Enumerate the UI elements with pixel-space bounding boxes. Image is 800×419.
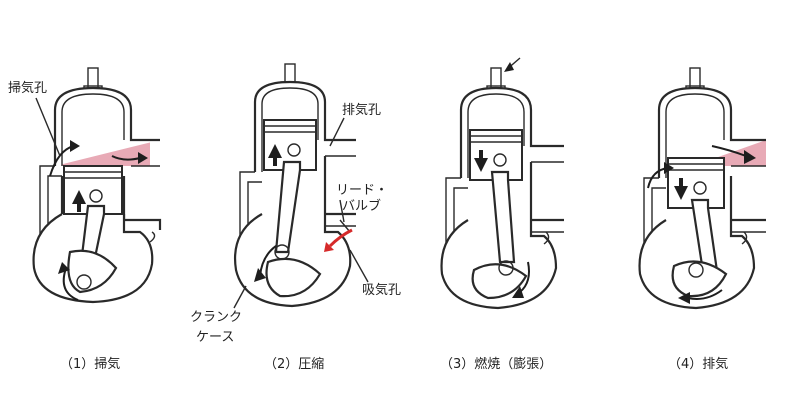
piston-pin [693,181,707,195]
crank-web [265,257,322,298]
crank-web [67,249,118,294]
engine-4-exhaust [638,67,766,310]
label-crankcase-line1: クランク [190,310,242,325]
rotation-arrow-icon [512,286,524,298]
engine-2-compression: 排気孔 リード・ バルブ 吸気孔 クランク ケース [190,63,401,345]
caption-stage-1: （1）掃気 [60,356,120,372]
caption-stage-4: （4）排気 [668,356,728,372]
caption-stage-2: （2）圧縮 [264,356,324,372]
down-arrow-icon [674,178,688,200]
rotation-arrow-icon [58,262,70,274]
scavenge-flow-arrow-icon [664,162,674,174]
up-arrow-icon [268,144,282,166]
exhaust-flow-arrow-icon [744,150,756,164]
intake-arrow-icon [324,242,334,252]
down-arrow-icon [474,150,488,172]
label-intake-port: 吸気孔 [362,282,401,298]
rotation-arrow-icon [678,292,690,304]
crank-web [671,260,728,298]
ignition-arrow-icon [504,62,514,72]
spark-plug-icon [689,67,701,89]
label-scavenge-port: 掃気孔 [8,80,47,96]
scavenge-flow-arrow-icon [70,140,80,152]
spark-plug-icon [87,67,99,89]
piston-pin [493,153,507,167]
label-crankcase-line2: ケース [196,330,234,345]
connecting-rod [490,170,516,264]
engine-3-combustion [440,57,564,310]
cylinder-wall [53,86,160,166]
label-exhaust-port: 排気孔 [342,102,381,118]
engine-1-scavenging: 掃気孔 [8,67,162,304]
label-reed-valve-line1: リード・ [336,183,388,198]
spark-plug-icon [490,67,502,89]
piston-pin [89,189,103,203]
rotation-arrow-icon [254,268,266,282]
cylinder-wall [657,86,766,178]
exhaust-flow-arrow-icon [138,152,148,164]
piston-pin [287,143,301,157]
label-reed-valve-line2: バルブ [342,198,381,214]
intake-flow [328,228,353,248]
connecting-rod [274,160,302,254]
up-arrow-icon [72,190,86,212]
caption-stage-3: （3）燃焼（膨張） [440,356,552,372]
